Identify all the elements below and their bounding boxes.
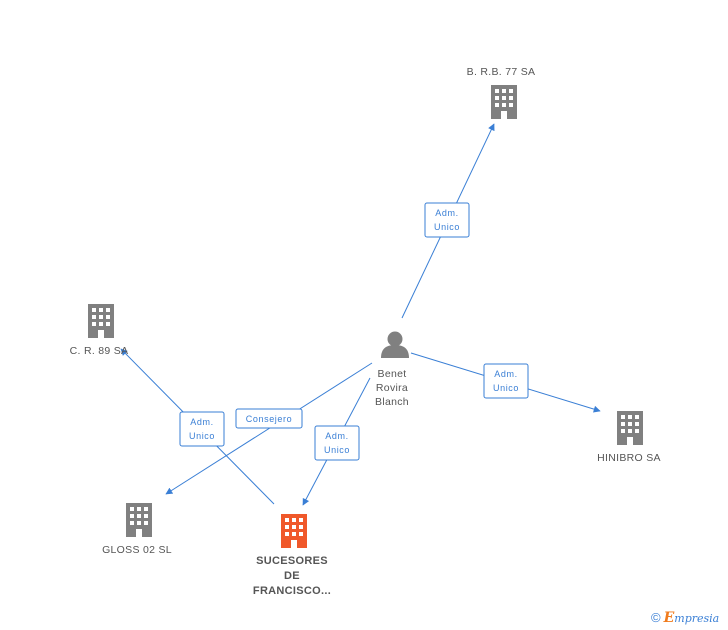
person-icon [381, 331, 409, 358]
node-brb77[interactable]: B. R.B. 77 SA [467, 66, 536, 119]
edge-label-brb77: Adm. Unico [424, 202, 470, 238]
brand-name: mpresia [674, 612, 720, 625]
node-sucesores-label-line-2: DE [284, 570, 300, 582]
edge-label-hinibro: Adm. Unico [483, 363, 529, 399]
svg-text:Consejero: Consejero [246, 414, 292, 424]
svg-text:Unico: Unico [324, 445, 350, 455]
building-icon [617, 411, 643, 445]
svg-text:Adm.: Adm. [190, 417, 213, 427]
person-name-line-1: Benet [378, 368, 407, 380]
building-icon [126, 503, 152, 537]
node-hinibro[interactable]: HINIBRO SA [597, 411, 661, 464]
node-gloss02-label: GLOSS 02 SL [102, 544, 172, 556]
node-brb77-label: B. R.B. 77 SA [467, 66, 536, 78]
node-cr89-label: C. R. 89 SA [70, 345, 129, 357]
svg-text:Adm.: Adm. [494, 369, 517, 379]
svg-text:Unico: Unico [493, 383, 519, 393]
node-gloss02[interactable]: GLOSS 02 SL [102, 503, 172, 556]
footer-brand[interactable]: ©Empresia [651, 610, 719, 626]
node-hinibro-label: HINIBRO SA [597, 452, 661, 464]
building-icon [281, 514, 307, 548]
node-sucesores[interactable]: SUCESORES DE FRANCISCO... [253, 514, 331, 597]
svg-text:Adm.: Adm. [435, 208, 458, 218]
edge-label-gloss02: Consejero [235, 408, 303, 429]
person-name-line-2: Rovira [376, 382, 408, 394]
svg-text:Unico: Unico [434, 222, 460, 232]
svg-text:Unico: Unico [189, 431, 215, 441]
copyright-symbol: © [651, 610, 661, 625]
node-sucesores-label-line-1: SUCESORES [256, 555, 328, 567]
edge-label-cr89: Adm. Unico [179, 411, 225, 447]
svg-text:Adm.: Adm. [325, 431, 348, 441]
node-cr89[interactable]: C. R. 89 SA [70, 304, 129, 357]
node-sucesores-label-line-3: FRANCISCO... [253, 585, 331, 597]
brand-initial: E [663, 610, 675, 626]
person-name-line-3: Blanch [375, 396, 409, 408]
building-icon [88, 304, 114, 338]
edge-label-sucesores: Adm. Unico [314, 425, 360, 461]
building-icon [491, 85, 517, 119]
node-person[interactable]: Benet Rovira Blanch [375, 331, 409, 409]
